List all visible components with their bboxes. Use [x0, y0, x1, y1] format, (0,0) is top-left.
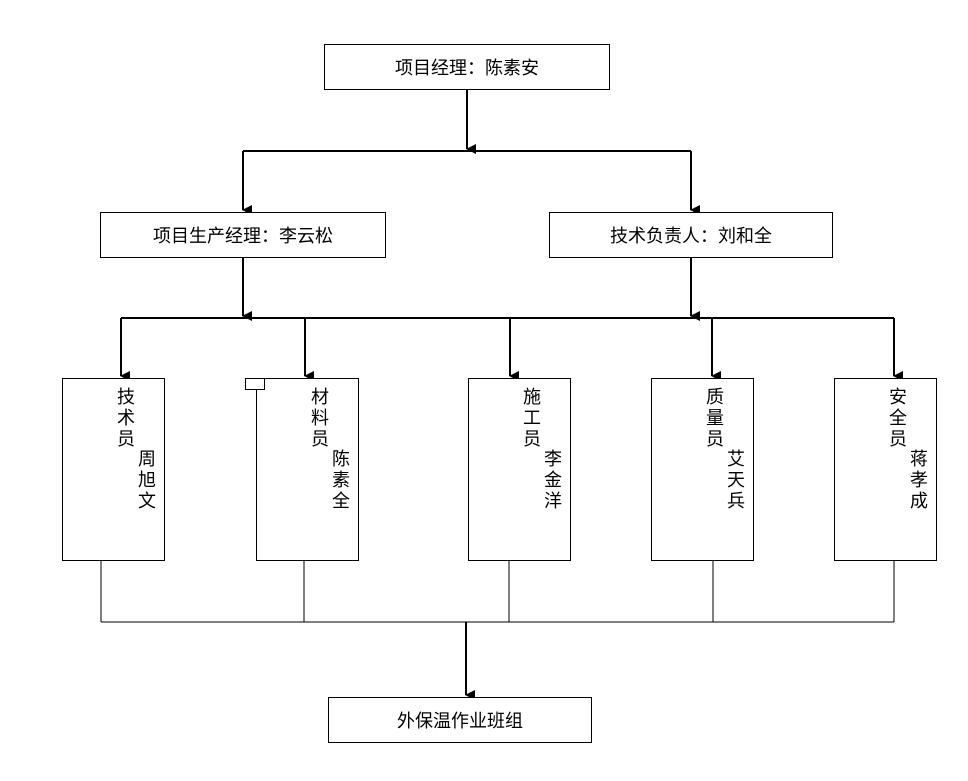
staff-box-construction: 施工员 李金洋 [468, 378, 571, 561]
staff-name: 李金洋 [541, 449, 562, 512]
technical-lead-box: 技术负责人：刘和全 [549, 212, 833, 258]
staff-role: 安全员 [886, 387, 907, 450]
staff-box-quality: 质量员 艾天兵 [651, 378, 754, 561]
project-manager-label: 项目经理：陈素安 [395, 58, 539, 79]
staff-role: 技术员 [114, 387, 135, 450]
staff-box-technician: 技术员 周旭文 [62, 378, 165, 561]
staff-role: 质量员 [703, 387, 724, 450]
work-team-box: 外保温作业班组 [328, 697, 592, 743]
staff-role: 施工员 [520, 387, 541, 450]
staff-role: 材料员 [308, 387, 329, 450]
technical-lead-label: 技术负责人：刘和全 [610, 226, 772, 247]
staff-name: 艾天兵 [724, 449, 745, 512]
production-manager-label: 项目生产经理：李云松 [153, 226, 333, 247]
production-manager-box: 项目生产经理：李云松 [100, 212, 386, 258]
staff-box-safety: 安全员 蒋孝成 [834, 378, 937, 561]
project-manager-box: 项目经理：陈素安 [324, 44, 610, 90]
selection-handle[interactable] [245, 378, 265, 390]
staff-name: 陈素全 [329, 449, 350, 512]
staff-name: 蒋孝成 [907, 449, 928, 512]
work-team-label: 外保温作业班组 [397, 711, 523, 732]
staff-box-materials: 材料员 陈素全 [245, 378, 359, 561]
staff-name: 周旭文 [135, 449, 156, 512]
